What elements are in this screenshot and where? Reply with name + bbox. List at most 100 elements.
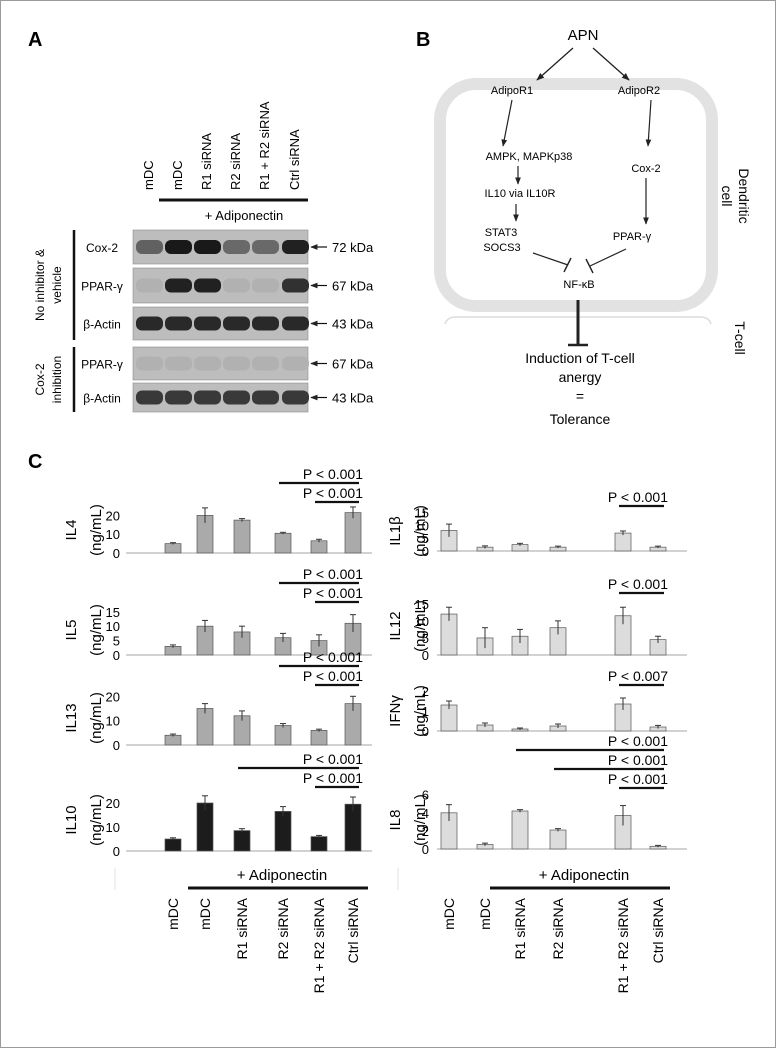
blot-band	[252, 316, 279, 331]
blot-band	[165, 356, 192, 371]
blot-lane-label: R2 siRNA	[228, 133, 243, 190]
induction-label: Induction of T-cell	[525, 350, 634, 366]
category-label: Ctrl siRNA	[345, 897, 361, 963]
y-axis-unit: (ng/mL)	[412, 794, 429, 846]
bar	[233, 830, 251, 852]
significance-label: P < 0.001	[608, 489, 668, 505]
adipor2-label: AdipoR2	[618, 85, 660, 97]
blot-band	[223, 356, 250, 371]
y-tick-label: 15	[106, 605, 120, 620]
inhibit-bar-left	[563, 257, 572, 273]
blot-lane-label: R1 + R2 siRNA	[257, 101, 272, 190]
y-tick-label: 2	[422, 824, 429, 839]
panel-label-c: C	[28, 451, 42, 473]
y-axis-unit: (ng/mL)	[88, 504, 105, 556]
arrow-adipor2-cox2	[645, 99, 652, 147]
treatment-label: + Adiponectin	[237, 867, 328, 884]
y-tick-label: 0	[422, 544, 429, 559]
bar	[196, 708, 214, 746]
y-axis-unit: (ng/mL)	[88, 692, 105, 744]
significance-label: P < 0.001	[303, 585, 363, 601]
inhibit-socs3-nfkb	[532, 252, 569, 266]
y-tick-label: 10	[415, 614, 429, 629]
adipor1-label: AdipoR1	[491, 85, 533, 97]
blot-band	[165, 240, 192, 254]
bar	[310, 836, 328, 852]
blot-band	[223, 278, 250, 293]
y-tick-label: 0	[113, 844, 120, 859]
bar	[274, 532, 292, 554]
y-tick-label: 10	[106, 820, 120, 835]
blot-band	[136, 390, 163, 405]
tolerance-label: Tolerance	[550, 411, 611, 427]
cell-label: cell	[719, 185, 735, 206]
bar	[310, 730, 328, 746]
y-tick-label: 10	[106, 714, 120, 729]
y-tick-label: 5	[422, 631, 429, 646]
blot-band	[165, 316, 192, 331]
blot-group-label: Cox-2	[33, 363, 47, 395]
blot-band	[194, 316, 221, 331]
blot-band	[194, 390, 221, 405]
category-label: mDC	[441, 898, 457, 930]
blot-size-label: 67 kDa	[332, 279, 374, 294]
category-label: R2 siRNA	[550, 897, 566, 959]
blot-band	[282, 278, 309, 293]
blot-group-label: No inhibitor &	[33, 249, 47, 321]
significance-label: P < 0.001	[303, 751, 363, 767]
y-tick-label: 1	[422, 704, 429, 719]
bar	[233, 519, 251, 554]
significance-label: P < 0.001	[303, 668, 363, 684]
y-tick-label: 20	[106, 796, 120, 811]
blot-protein-label: β-Actin	[83, 392, 121, 406]
y-tick-label: 4	[422, 806, 429, 821]
arrow-apn-adipor2	[592, 47, 630, 81]
blot-protein-label: PPAR-γ	[81, 280, 123, 294]
significance-label: P < 0.001	[608, 576, 668, 592]
blot-group-label: vehicle	[50, 266, 64, 304]
cox2-diagram-label: Cox-2	[631, 163, 660, 175]
category-label: R1 + R2 siRNA	[311, 897, 327, 993]
il10-label: IL10 via IL10R	[485, 188, 556, 200]
significance-label: P < 0.001	[608, 752, 668, 768]
blot-lane-label: Ctrl siRNA	[287, 129, 302, 190]
blot-lane-label: mDC	[170, 160, 185, 190]
y-tick-label: 2	[422, 684, 429, 699]
y-tick-label: 0	[113, 648, 120, 663]
category-label: mDC	[477, 898, 493, 930]
blot-size-label: 43 kDa	[332, 317, 374, 332]
y-axis-unit: (ng/mL)	[412, 685, 429, 737]
blot-band	[223, 240, 250, 254]
arrow-adipor1-ampk	[501, 99, 513, 147]
category-label: R2 siRNA	[275, 897, 291, 959]
y-axis-label: IL12	[387, 611, 404, 640]
significance-label: P < 0.001	[303, 770, 363, 786]
blot-lane-label: R1 siRNA	[199, 133, 214, 190]
nfkb-label: NF-κB	[563, 279, 594, 291]
y-axis-unit: (ng/mL)	[412, 600, 429, 652]
y-axis-unit: (ng/mL)	[88, 604, 105, 656]
y-tick-label: 20	[106, 689, 120, 704]
dendritic-label: Dendritic	[736, 168, 752, 223]
blot-protein-label: PPAR-γ	[81, 358, 123, 372]
panel-label-a: A	[28, 29, 42, 51]
y-axis-label: IFNγ	[387, 695, 404, 727]
y-tick-label: 5	[422, 531, 429, 546]
significance-label: P < 0.007	[608, 668, 668, 684]
blot-band	[282, 356, 309, 371]
blot-band	[282, 316, 309, 331]
bar	[164, 734, 182, 746]
blot-band	[136, 240, 163, 254]
significance-label: P < 0.001	[303, 566, 363, 582]
blot-band	[136, 356, 163, 371]
blot-band	[282, 390, 309, 405]
significance-label: P < 0.001	[303, 649, 363, 665]
panel-label-b: B	[416, 29, 430, 51]
anergy-label: anergy	[559, 369, 602, 385]
